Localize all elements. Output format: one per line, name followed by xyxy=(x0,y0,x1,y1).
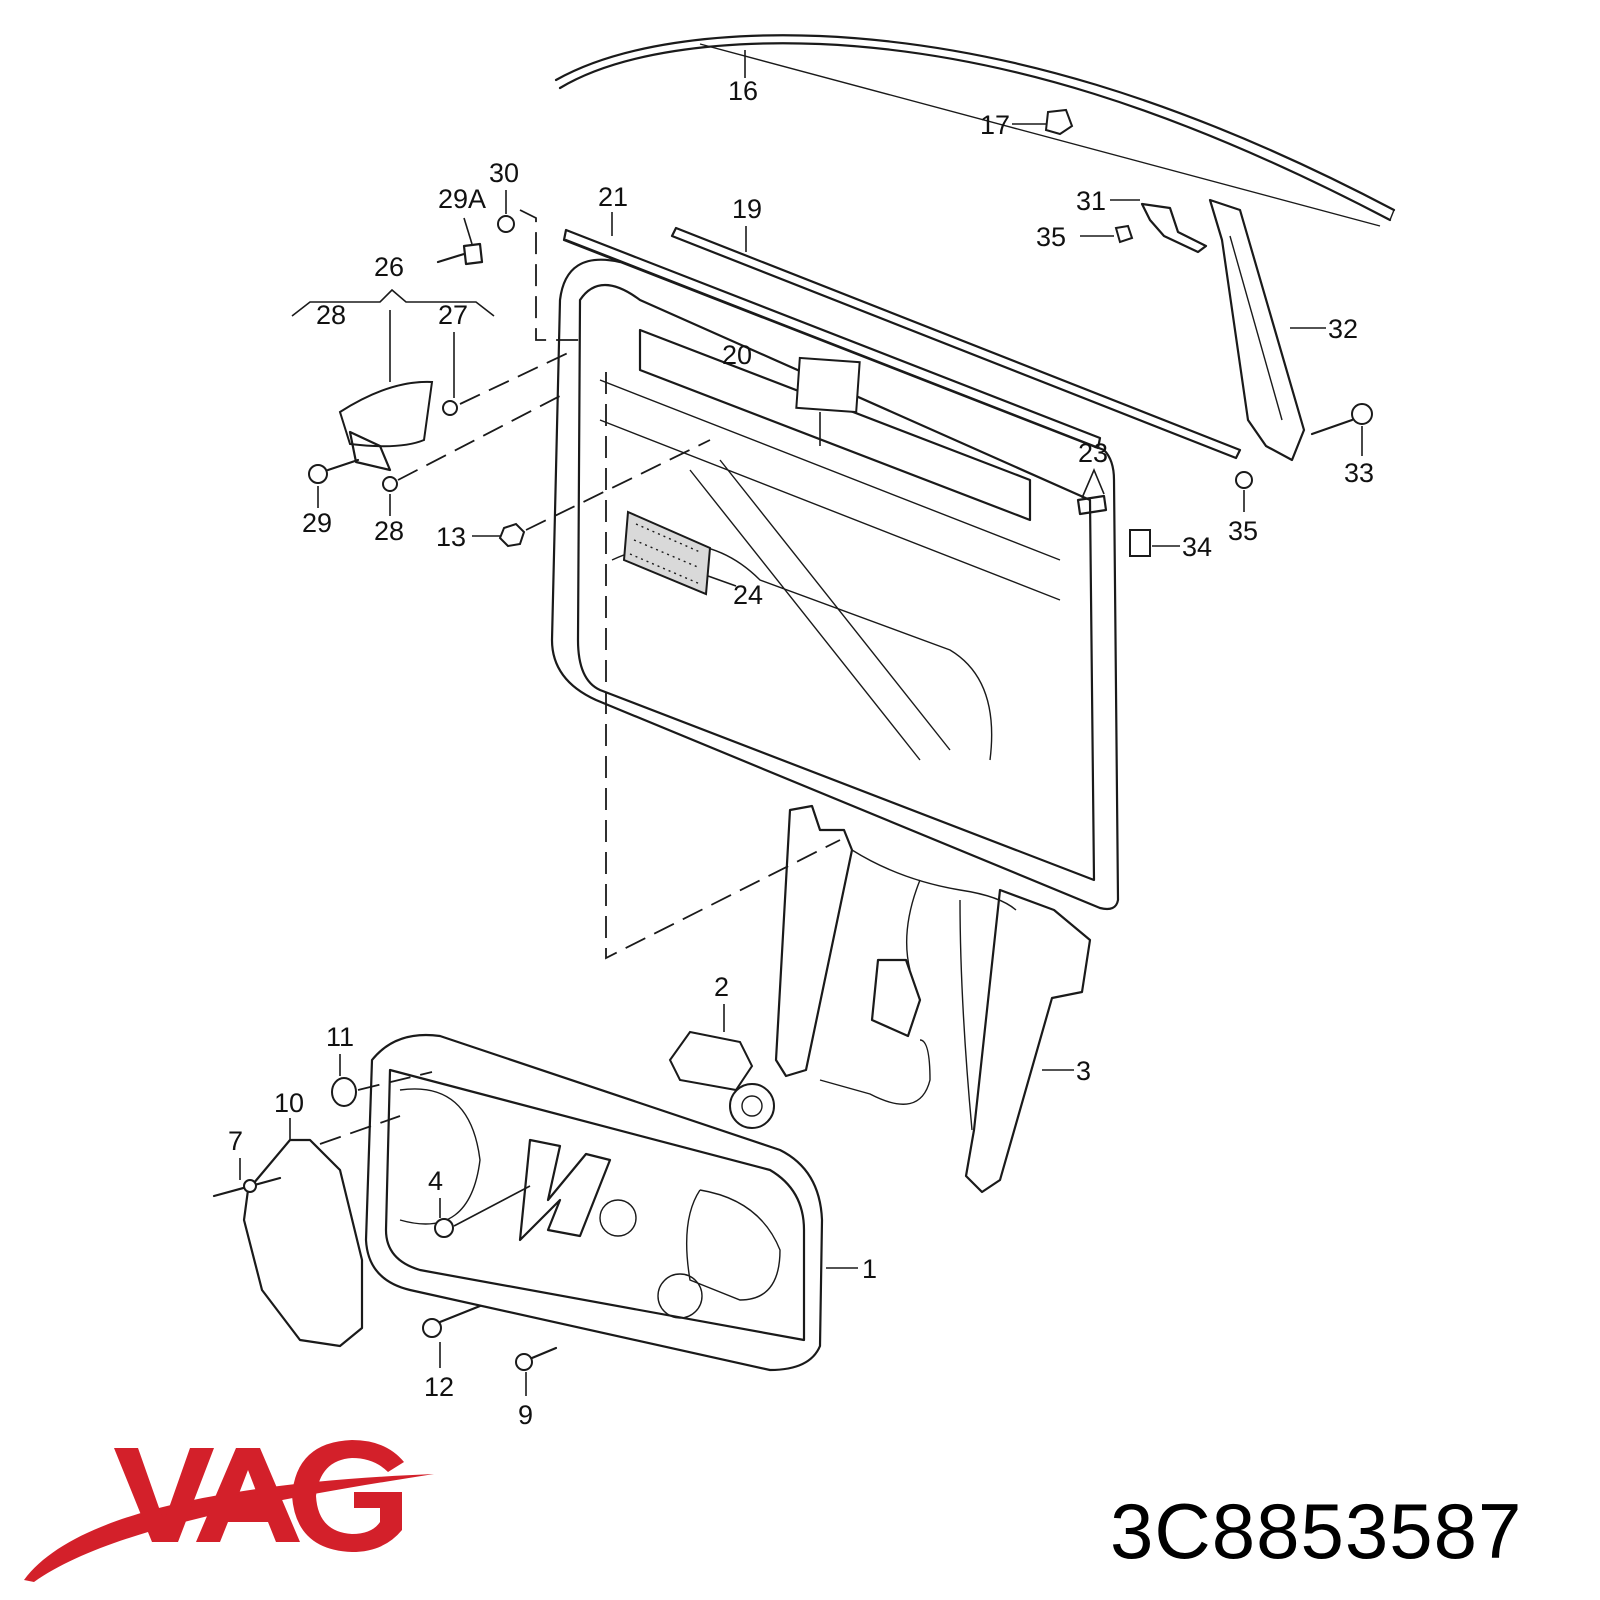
roof-trim-strip xyxy=(554,34,1396,227)
callout-29: 29 xyxy=(302,508,332,538)
callout-9: 9 xyxy=(518,1400,533,1430)
callout-32: 32 xyxy=(1328,314,1358,344)
callout-10: 10 xyxy=(274,1088,304,1118)
screw xyxy=(308,458,398,492)
seal-pad xyxy=(1129,529,1151,557)
callout-3: 3 xyxy=(1076,1056,1091,1086)
clip-fastener xyxy=(436,215,515,266)
callout-31: 31 xyxy=(1076,186,1106,216)
part-number: 3C8853587 xyxy=(1110,1487,1523,1575)
callout-7: 7 xyxy=(228,1126,243,1156)
callout-27: 27 xyxy=(438,300,468,330)
mirror-trim-cover xyxy=(338,380,434,472)
callout-30: 30 xyxy=(489,158,519,188)
callout-24: 24 xyxy=(733,580,763,610)
belt-strip xyxy=(670,226,1242,460)
callout-20: 20 xyxy=(722,340,752,370)
callout-28-upper: 28 xyxy=(316,300,346,330)
door-carrier-panel xyxy=(364,1034,824,1372)
callout-33: 33 xyxy=(1344,458,1374,488)
callout-34: 34 xyxy=(1182,532,1212,562)
callout-29a: 29A xyxy=(438,184,486,214)
window-seal xyxy=(562,228,1102,450)
nut xyxy=(498,522,526,548)
retaining-clip xyxy=(1076,494,1108,516)
trim-clip xyxy=(1044,108,1074,136)
screw-33 xyxy=(1235,403,1373,489)
pillar-trim xyxy=(1208,198,1306,462)
callout-23: 23 xyxy=(1078,438,1108,468)
callout-4: 4 xyxy=(428,1166,443,1196)
grommet xyxy=(331,1077,357,1107)
window-regulator xyxy=(774,804,1092,1194)
callout-19: 19 xyxy=(732,194,762,224)
callout-1: 1 xyxy=(862,1254,877,1284)
callout-28-lower: 28 xyxy=(374,516,404,546)
callout-2: 2 xyxy=(714,972,729,1002)
vag-logo xyxy=(24,1440,434,1582)
callout-35-upper: 35 xyxy=(1036,222,1066,252)
callout-35-lower: 35 xyxy=(1228,516,1258,546)
window-motor xyxy=(668,1030,775,1129)
mounting-bracket xyxy=(1114,202,1208,254)
callout-21: 21 xyxy=(598,182,628,212)
damping-pad xyxy=(622,510,712,596)
screws-lower xyxy=(422,1304,558,1371)
callout-12: 12 xyxy=(424,1372,454,1402)
callout-17: 17 xyxy=(980,110,1010,140)
callout-16: 16 xyxy=(728,76,758,106)
door-shell xyxy=(550,238,1120,911)
plug xyxy=(434,1218,454,1238)
callout-26: 26 xyxy=(374,252,404,282)
pin xyxy=(212,1176,282,1198)
label-pad xyxy=(795,356,861,414)
callout-13: 13 xyxy=(436,522,466,552)
sealing-membrane xyxy=(242,1138,364,1348)
callout-11: 11 xyxy=(326,1022,354,1052)
